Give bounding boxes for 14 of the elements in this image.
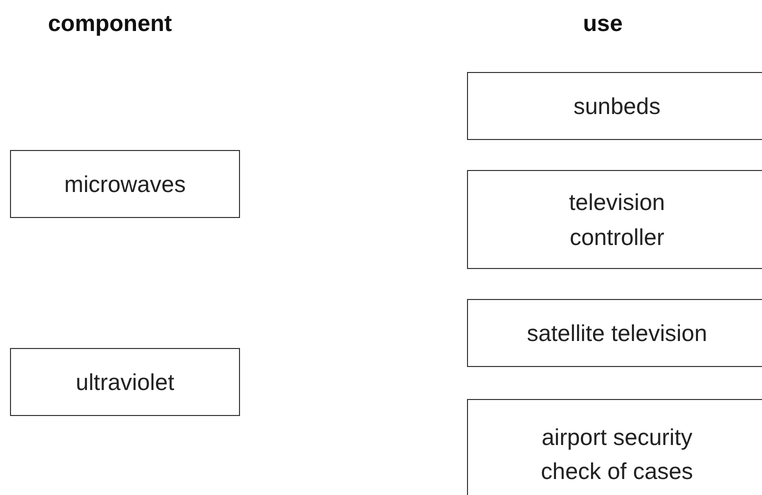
option-text: television controller — [568, 188, 666, 252]
option-text: microwaves — [64, 170, 186, 199]
answer-box — [467, 72, 762, 140]
option-text: satellite television — [526, 318, 708, 348]
answer-box — [467, 299, 762, 367]
column-heading: use — [583, 10, 623, 37]
option-text: sunbeds — [574, 92, 660, 121]
answer-box — [467, 399, 762, 495]
option-text: ultraviolet — [76, 368, 174, 397]
answer-box — [467, 170, 762, 269]
column-heading: component — [48, 10, 172, 37]
answer-box — [10, 150, 240, 218]
option-text: airport security check of cases — [540, 422, 694, 486]
answer-box — [10, 348, 240, 416]
